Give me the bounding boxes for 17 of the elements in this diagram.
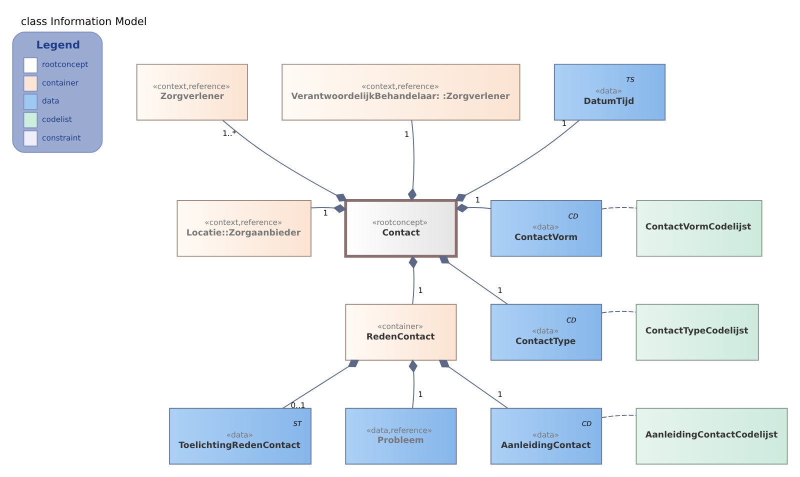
edge-label: 1 bbox=[418, 286, 424, 295]
label: Legend bbox=[36, 40, 80, 52]
legend-label: container bbox=[42, 78, 78, 88]
diagram-title: class Information Model bbox=[20, 16, 147, 28]
edge-label: 1 bbox=[323, 208, 328, 218]
edge-label: 1 bbox=[562, 119, 567, 128]
edge-label: 1 bbox=[404, 130, 410, 139]
edge-label: 1 bbox=[498, 286, 503, 295]
edge-label: 1 bbox=[418, 390, 424, 399]
legend-label: rootconcept bbox=[42, 60, 88, 70]
edge-label: 1 bbox=[475, 195, 480, 204]
edge-label: 1 bbox=[498, 390, 503, 399]
edge-label: 1..* bbox=[222, 129, 236, 138]
legend-label: constraint bbox=[42, 133, 81, 142]
legend-label: data bbox=[42, 96, 60, 106]
legend-label: codelist bbox=[42, 114, 72, 124]
edge-label: 0..1 bbox=[290, 401, 306, 410]
